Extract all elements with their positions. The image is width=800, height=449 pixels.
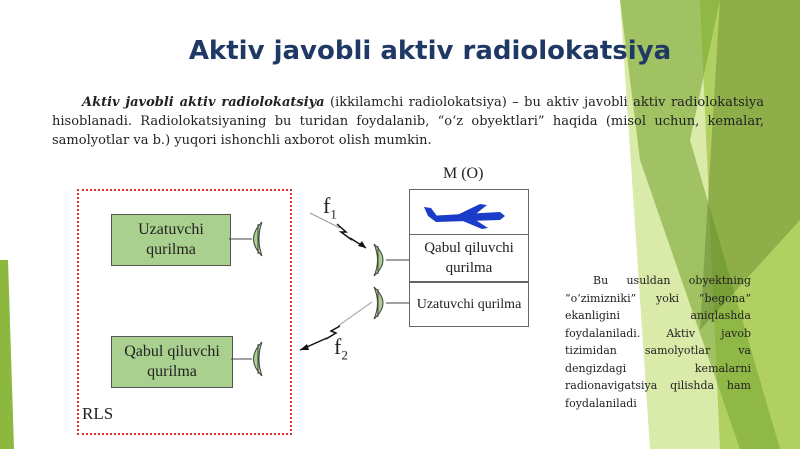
f2-label: f2 bbox=[334, 334, 348, 363]
f2-base: f bbox=[334, 334, 342, 359]
receiver-label: Qabul qiluvchi qurilma bbox=[124, 343, 220, 380]
target-receiver-label: Qabul qiluvchi qurilma bbox=[424, 240, 514, 276]
transmitter-label: Uzatuvchi qurilma bbox=[138, 221, 204, 258]
rls-label: RLS bbox=[82, 404, 114, 423]
f2-sub: 2 bbox=[341, 347, 348, 363]
side-note: Bu usuldan obyektning “o‘zimizniki” yoki… bbox=[565, 274, 751, 410]
target-transmitter-label: Uzatuvchi qurilma bbox=[416, 297, 522, 312]
intro-text: (ikkilamchi radiolokatsiya) – bu aktiv j… bbox=[52, 95, 764, 148]
page-title: Aktiv javobli aktiv radiolokatsiya bbox=[188, 36, 672, 66]
f1-base: f bbox=[323, 193, 331, 218]
green-corner-left bbox=[0, 260, 14, 449]
rls-frame bbox=[77, 189, 292, 435]
target-transmitter-box: Uzatuvchi qurilma bbox=[409, 282, 529, 327]
green-band-shadow bbox=[700, 0, 800, 330]
intro-term: Aktiv javobli aktiv radiolokatsiya bbox=[82, 95, 325, 110]
green-band-dark bbox=[620, 0, 780, 449]
transmitter-box: Uzatuvchi qurilma bbox=[111, 214, 231, 266]
f1-sub: 1 bbox=[330, 206, 337, 222]
intro-paragraph: Aktiv javobli aktiv radiolokatsiya (ikki… bbox=[52, 93, 764, 150]
f1-label: f1 bbox=[323, 193, 337, 222]
receiver-box: Qabul qiluvchi qurilma bbox=[111, 336, 233, 388]
target-label: M (O) bbox=[443, 165, 484, 182]
target-receiver-box: Qabul qiluvchi qurilma bbox=[409, 234, 529, 282]
